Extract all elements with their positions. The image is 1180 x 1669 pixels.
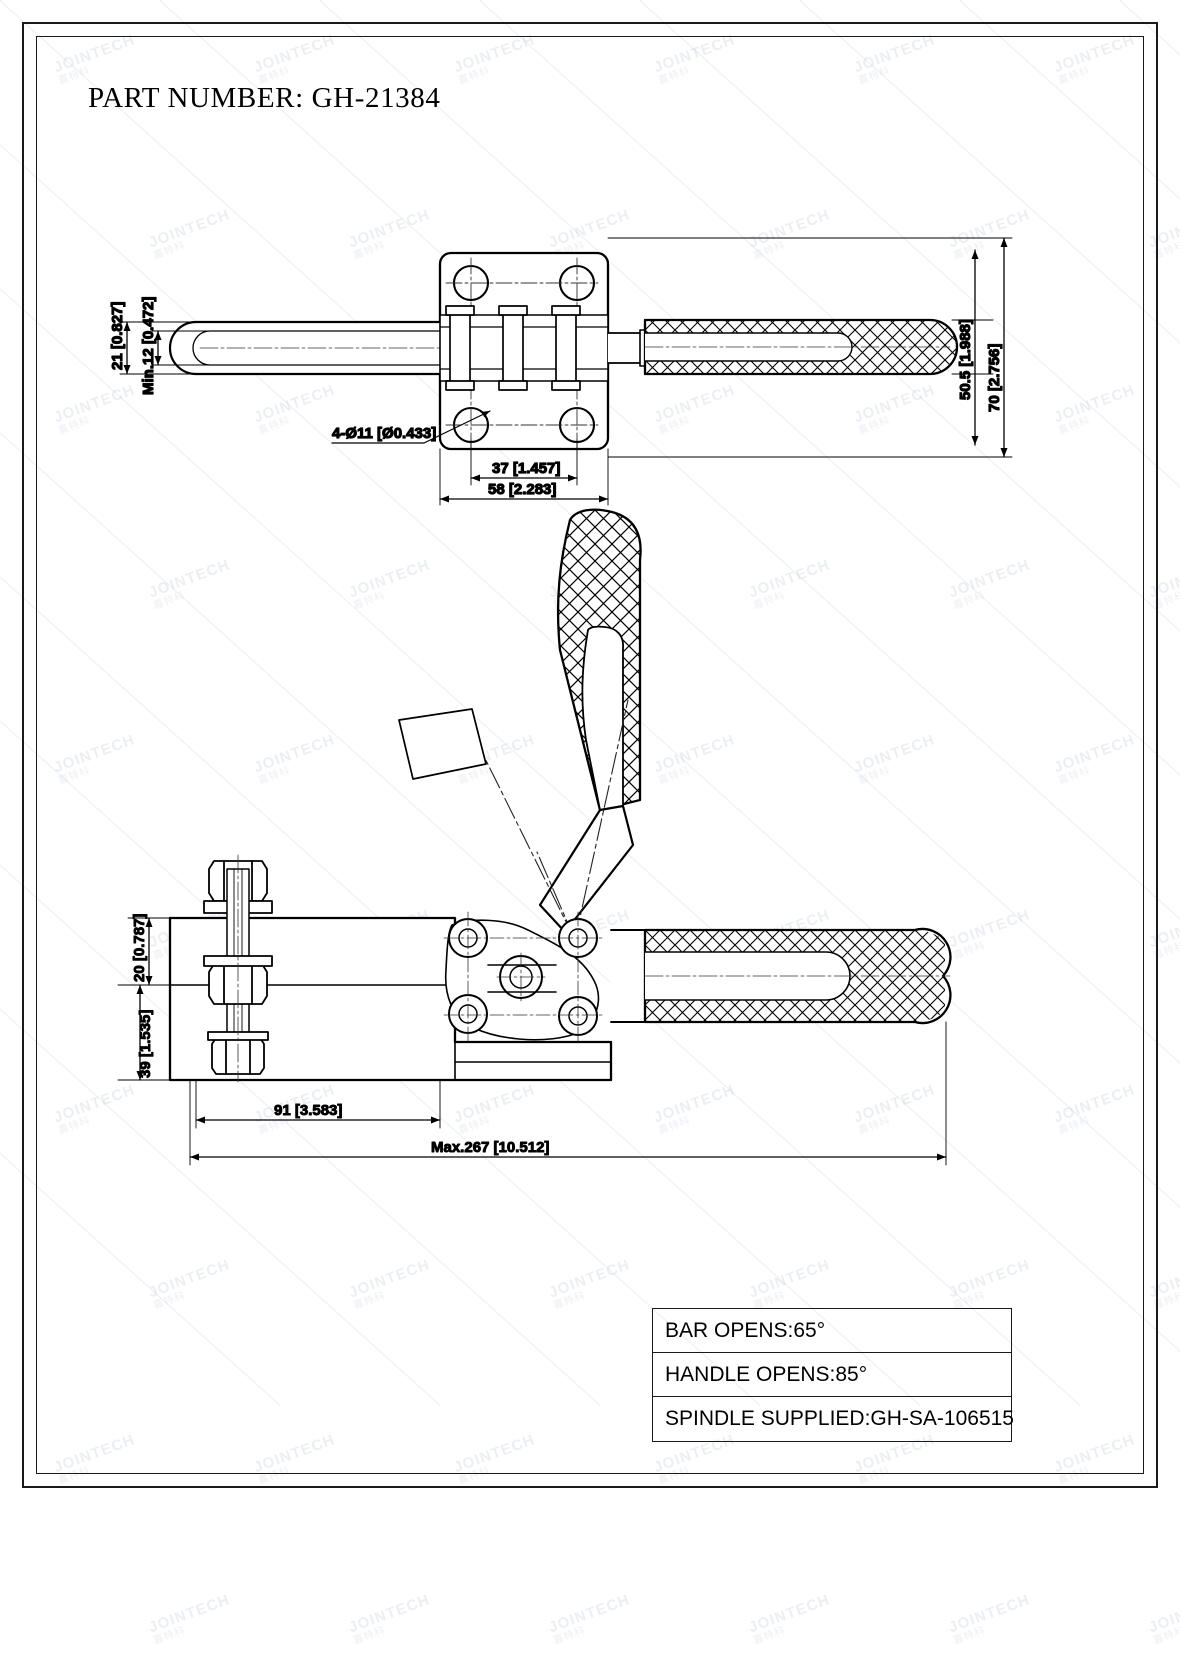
watermark-line [0, 0, 282, 1]
watermark-line [800, 0, 1180, 1]
table-row-spindle-supplied: SPINDLE SUPPLIED:GH-SA-106515 [665, 1407, 1014, 1430]
page-title: PART NUMBER: GH-21384 [88, 82, 441, 114]
watermark-line [1120, 0, 1180, 1]
sheet-border-outer [22, 22, 1158, 1488]
watermark-line [0, 0, 1180, 1]
watermark-line [480, 0, 1180, 1]
specification-table: BAR OPENS:65° HANDLE OPENS:85° SPINDLE S… [652, 1308, 1014, 1442]
watermark-line [0, 0, 442, 1]
watermark-line [0, 0, 922, 1]
watermark-line [0, 0, 1180, 1]
watermark-line [0, 0, 762, 1]
watermark-line [0, 0, 1082, 1]
watermark-line [0, 0, 602, 1]
table-row-bar-opens: BAR OPENS:65° [653, 1309, 1011, 1353]
watermark-line [640, 0, 1180, 1]
sheet-border-inner [36, 36, 1144, 1474]
watermark-line [320, 0, 1180, 1]
watermark-line [0, 0, 1180, 1]
watermark-line [160, 0, 1180, 1]
watermark-line [960, 0, 1180, 1]
table-row-handle-opens: HANDLE OPENS:85° [653, 1353, 1011, 1397]
